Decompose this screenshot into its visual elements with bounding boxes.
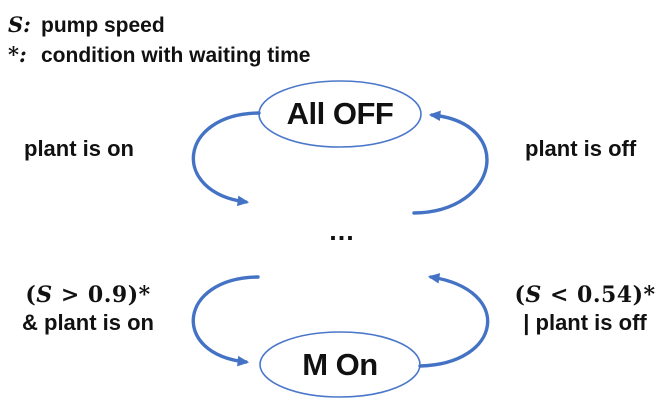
arc-all-off-down-arrow — [191, 111, 261, 207]
paren-open: ( — [514, 282, 526, 308]
transition-label-plant-is-off: plant is off — [525, 136, 637, 161]
paren-open: ( — [25, 282, 37, 308]
legend-text-waiting-time: condition with waiting time — [41, 44, 311, 67]
condition-rest: < 0.54)* — [541, 282, 656, 308]
legend-symbol-asterisk: *: — [8, 42, 27, 67]
hidden-states-ellipsis: ... — [329, 216, 355, 246]
legend: S: pump speed *: condition with waiting ti… — [8, 10, 310, 70]
condition-and-plant-is-on: & plant is on — [22, 310, 154, 335]
var-s: S — [525, 282, 542, 308]
transition-condition-from-m-on: (S < 0.54)* | plant is off — [500, 281, 670, 337]
arc-m-on-up-arrow — [418, 273, 490, 368]
legend-line-pump-speed: S: pump speed — [8, 10, 310, 40]
transition-label-plant-is-on: plant is on — [24, 136, 134, 161]
state-label-m-on: M On — [302, 346, 378, 382]
condition-math-s-lt: (S < 0.54)* — [500, 281, 670, 309]
condition-math-s-gt: (S > 0.9)* — [4, 281, 172, 309]
var-s: S — [36, 282, 53, 308]
legend-line-waiting-time: *: condition with waiting time — [8, 40, 310, 70]
transition-condition-to-m-on: (S > 0.9)* & plant is on — [4, 281, 172, 337]
legend-symbol-s: S: — [8, 12, 31, 37]
legend-text-pump-speed: pump speed — [41, 14, 165, 37]
arc-down-to-m-on-arrow — [191, 275, 260, 367]
condition-rest: > 0.9)* — [52, 282, 151, 308]
arc-up-to-all-off-arrow — [412, 110, 489, 215]
condition-or-plant-is-off: | plant is off — [523, 310, 647, 335]
state-label-all-off: All OFF — [286, 96, 394, 131]
